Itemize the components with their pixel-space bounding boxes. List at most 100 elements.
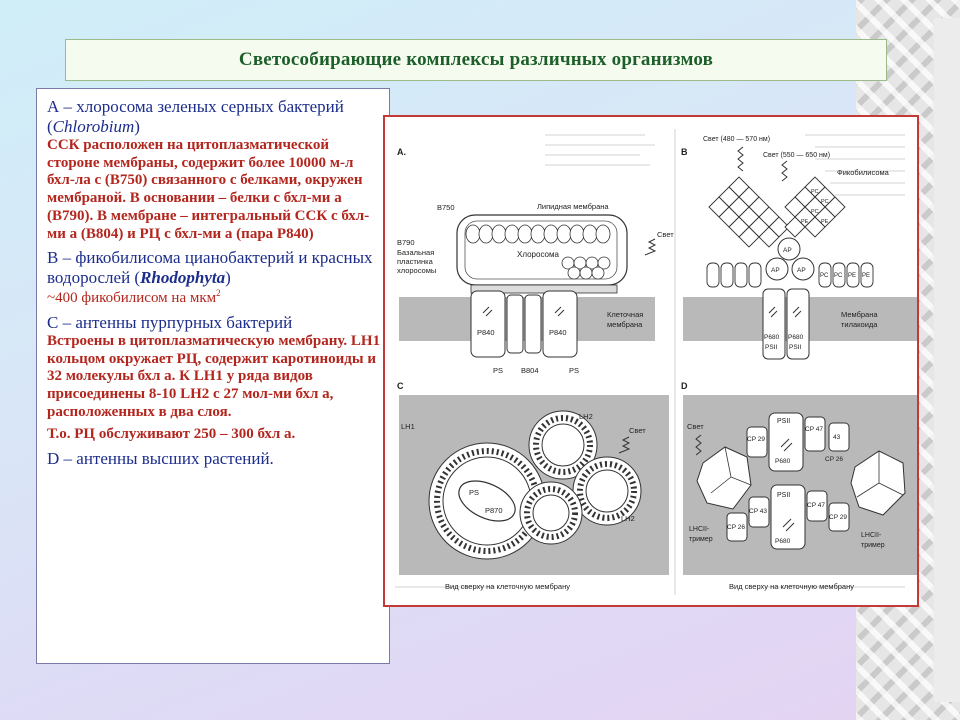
slide-title: Светособирающие комплексы различных орга… bbox=[238, 49, 714, 70]
label-b-light-1: Свет (480 — 570 нм) bbox=[703, 136, 770, 143]
label-ps-left: PS bbox=[493, 366, 503, 375]
phycobilisome-bottom-rods bbox=[706, 262, 874, 288]
panel-c-caption: Вид сверху на клеточную мембрану bbox=[445, 582, 570, 591]
label-b790: B790 bbox=[397, 238, 415, 247]
lh2-ring-top-subunits bbox=[533, 415, 593, 475]
section-d-title: D – антенны высших растений. bbox=[47, 449, 274, 469]
label-thylakoid-2: тилакоида bbox=[841, 320, 878, 329]
label-basal-plate-2: пластинка bbox=[397, 257, 434, 266]
description-text-box: А – хлоросома зеленых серных бактерий (C… bbox=[36, 88, 390, 664]
label-cp29-mid: CP 29 bbox=[829, 514, 847, 521]
section-c-description: Встроены в цитоплазматическую мембрану. … bbox=[47, 333, 381, 420]
label-pc-row-0: PC bbox=[820, 273, 829, 279]
label-cp26-mid: CP 26 bbox=[727, 524, 745, 531]
decorative-right-strip bbox=[934, 18, 960, 702]
lhcii-trimer-right bbox=[850, 450, 906, 516]
label-lhcii-right-2: тример bbox=[861, 542, 885, 549]
psii-rc-marks bbox=[768, 306, 802, 318]
section-a-title-close: ) bbox=[134, 117, 140, 137]
label-thylakoid-1: Мембрана bbox=[841, 310, 878, 319]
label-phycobilisome: Фикобилисома bbox=[837, 168, 890, 177]
label-pc-stack-1: PC bbox=[821, 199, 829, 205]
label-cp43-top: 43 bbox=[833, 434, 841, 441]
label-chlorosome: Хлоросома bbox=[517, 250, 559, 259]
panel-c-letter: C bbox=[397, 381, 404, 391]
label-pc-row-2: PE bbox=[848, 273, 856, 279]
panel-b-light-arrow-1 bbox=[737, 146, 744, 172]
section-b-title-text: В – фикобилисома цианобактерий и красных… bbox=[47, 248, 373, 288]
label-cp47-top: CP 47 bbox=[805, 426, 823, 433]
panel-b-letter: B bbox=[681, 147, 688, 157]
label-psii-right: PSII bbox=[789, 344, 801, 351]
label-cp47-mid: CP 47 bbox=[807, 502, 825, 509]
psii-d-rc-marks bbox=[780, 438, 795, 532]
label-p680-top: P680 bbox=[775, 458, 791, 465]
label-cell-membrane-1: Клеточная bbox=[607, 310, 643, 319]
section-a-genus: Chlorobium bbox=[52, 117, 135, 137]
panel-a-membrane-proteins bbox=[470, 290, 578, 358]
label-cp26-top: CP 26 bbox=[825, 456, 843, 463]
phycobilisome-core bbox=[765, 237, 815, 281]
label-basal-plate-3: хлоросомы bbox=[397, 266, 436, 275]
panel-a-rc-marks bbox=[482, 306, 565, 317]
section-b-title: В – фикобилисома цианобактерий и красных… bbox=[47, 248, 383, 288]
label-a-light: Свет bbox=[657, 230, 674, 239]
label-lipid-membrane: Липидная мембрана bbox=[537, 202, 609, 211]
lhcii-trimer-left bbox=[696, 446, 752, 510]
label-cp29-top: CP 29 bbox=[747, 436, 765, 443]
section-b-title-close: ) bbox=[225, 268, 231, 288]
panel-d-light-arrow bbox=[695, 434, 702, 456]
label-pc-stack-4: PE bbox=[801, 219, 809, 225]
label-lhcii-left-2: тример bbox=[689, 536, 713, 543]
label-b750: B750 bbox=[437, 203, 455, 212]
label-pc-stack-3: PE bbox=[821, 219, 829, 225]
label-basal-plate-1: Базальная bbox=[397, 248, 434, 257]
lh2-ring-right-subunits bbox=[577, 461, 637, 521]
label-ap-right: AP bbox=[797, 267, 806, 274]
lh2-ring-bottom-inner bbox=[532, 494, 570, 532]
lh2-ring-bottom-subunits bbox=[524, 486, 578, 540]
section-b-description: ~400 фикобилисом на мкм2 bbox=[47, 288, 383, 308]
label-pc-row-3: PE bbox=[862, 273, 870, 279]
label-psii-mid: PSII bbox=[777, 492, 790, 499]
label-ap-top: AP bbox=[783, 247, 792, 254]
rc-p870 bbox=[458, 480, 516, 522]
label-p840-left: P840 bbox=[477, 328, 495, 337]
label-c-ps: PS bbox=[469, 488, 479, 497]
label-pc-stack-2: PC bbox=[811, 209, 819, 215]
label-lh2-bottom: LH2 bbox=[621, 514, 635, 523]
lhcii-trimer-left-lines bbox=[710, 446, 752, 494]
label-c-light: Свет bbox=[629, 426, 646, 435]
panel-c-light-arrow bbox=[618, 436, 631, 454]
label-ap-left: AP bbox=[771, 267, 780, 274]
psii-complex-bottom bbox=[726, 484, 850, 550]
chlorosome-rods bbox=[465, 224, 611, 244]
diagram-svg: A. bbox=[395, 129, 917, 595]
phycobilisome-rods bbox=[708, 176, 846, 248]
label-cell-membrane-2: мембрана bbox=[607, 320, 643, 329]
title-box: Светособирающие комплексы различных орга… bbox=[65, 39, 887, 81]
label-psii-left: PSII bbox=[765, 344, 777, 351]
label-pc-stack-0: PC bbox=[811, 189, 819, 195]
pc-row-labels: PC PC PE PE bbox=[820, 273, 870, 279]
label-pc-row-1: PC bbox=[834, 273, 843, 279]
label-cp43-mid: CP 43 bbox=[749, 508, 767, 515]
label-p680-right: P680 bbox=[788, 334, 804, 341]
lhcii-trimer-right-lines bbox=[856, 451, 904, 498]
background-text-lines bbox=[395, 134, 905, 588]
label-lh2-top: LH2 bbox=[579, 412, 593, 421]
panel-b-light-arrow-2 bbox=[781, 160, 788, 182]
panel-b: B bbox=[681, 136, 917, 360]
section-b-density: ~400 фикобилисом на мкм bbox=[47, 290, 217, 307]
label-p680-mid: P680 bbox=[775, 538, 791, 545]
panel-a: A. bbox=[397, 147, 674, 375]
pc-stack-labels: PC PC PC PE PE bbox=[801, 189, 829, 225]
chlorosome-bottom-rods bbox=[561, 256, 611, 280]
panel-d-letter: D bbox=[681, 381, 688, 391]
label-lh1: LH1 bbox=[401, 422, 415, 431]
section-b-sup: 2 bbox=[216, 288, 221, 299]
label-lhcii-right-1: LHCII- bbox=[861, 532, 882, 539]
panel-d-caption: Вид сверху на клеточную мембрану bbox=[729, 582, 854, 591]
label-p870: P870 bbox=[485, 506, 503, 515]
section-c-title: С – антенны пурпурных бактерий bbox=[47, 313, 293, 332]
